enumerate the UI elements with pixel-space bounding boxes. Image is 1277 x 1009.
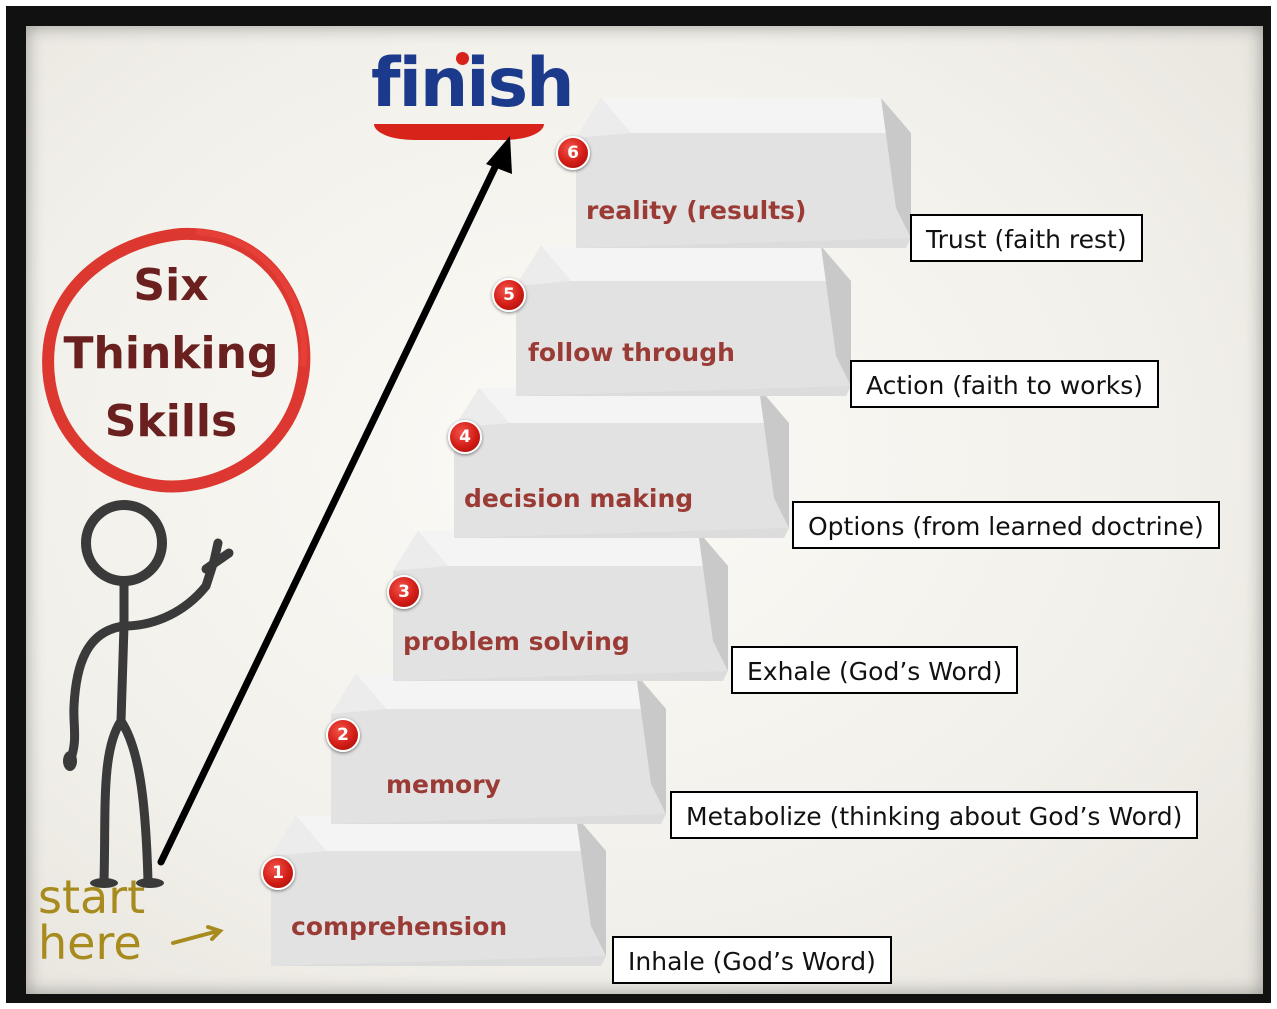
finish-logo: finish — [371, 44, 575, 156]
step-label: memory — [386, 770, 501, 799]
step-label: decision making — [464, 484, 694, 513]
start-here-line: start — [38, 870, 146, 924]
step-label: comprehension — [291, 912, 508, 941]
step-description-4: Options (from learned doctrine) — [792, 501, 1220, 549]
step-block — [393, 531, 728, 681]
logo-text: finish — [371, 44, 575, 123]
title-line: Thinking — [63, 328, 279, 379]
step-number-badge: 4 — [448, 420, 482, 454]
step-number-badge: 3 — [387, 575, 421, 609]
start-here-label: start here — [38, 874, 145, 966]
step-number-badge: 6 — [556, 136, 590, 170]
step-description-2: Metabolize (thinking about God’s Word) — [670, 791, 1199, 839]
step-label: problem solving — [403, 627, 630, 656]
step-block — [331, 674, 666, 824]
title-line: Skills — [104, 396, 238, 447]
step-description-6: Trust (faith rest) — [910, 214, 1143, 262]
stick-figure-icon — [63, 500, 234, 888]
arrow-up-icon — [157, 136, 512, 866]
red-circle-icon — [42, 227, 311, 493]
step-block — [454, 388, 789, 538]
step-number-badge: 5 — [492, 278, 526, 312]
start-here-line: here — [38, 916, 142, 970]
step-block — [271, 816, 606, 966]
diagram-title: Six Thinking Skills — [46, 252, 296, 456]
step-description-1: Inhale (God’s Word) — [612, 936, 892, 984]
diagram-panel: Six Thinking Skills finish — [26, 26, 1263, 994]
step-number-badge: 1 — [261, 856, 295, 890]
step-label: follow through — [528, 338, 735, 367]
step-block — [516, 246, 851, 396]
logo-swoosh — [374, 124, 544, 140]
step-description-3: Exhale (God’s Word) — [731, 646, 1019, 694]
step-description-5: Action (faith to works) — [850, 360, 1159, 408]
title-line: Six — [133, 260, 209, 311]
step-block — [576, 98, 911, 248]
step-number-badge: 2 — [326, 718, 360, 752]
small-arrow-icon — [171, 925, 224, 945]
outer-frame: Six Thinking Skills finish — [6, 6, 1271, 1003]
step-label: reality (results) — [586, 196, 807, 225]
logo-dot — [456, 52, 469, 65]
